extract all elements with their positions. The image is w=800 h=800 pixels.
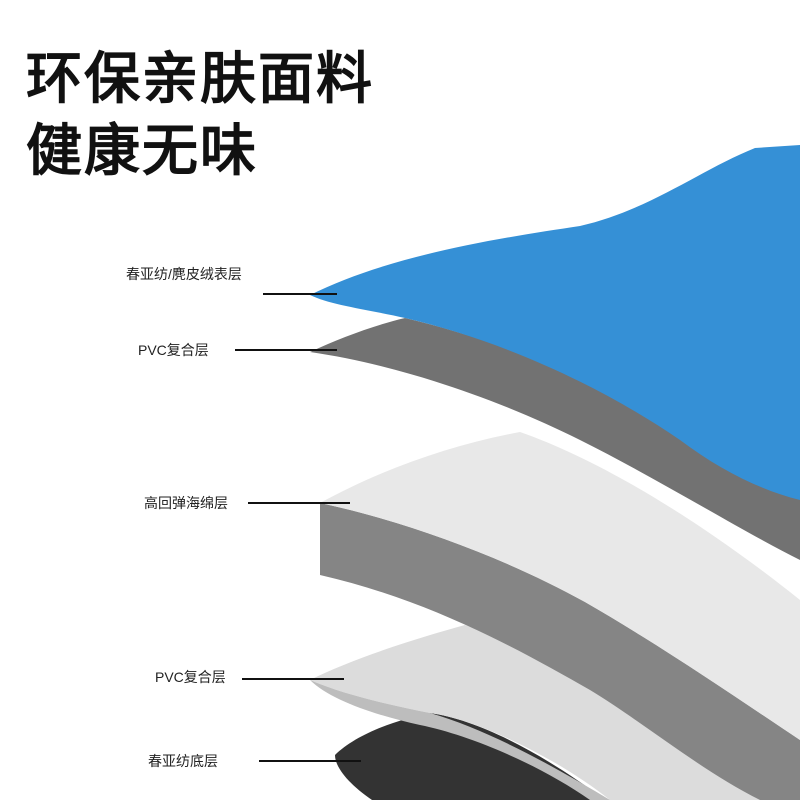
leader-line-upper-pvc xyxy=(235,349,337,351)
leader-line-lower-pvc xyxy=(242,678,344,680)
headline-line-1: 环保亲肤面料 xyxy=(26,47,374,112)
layer-label-lower-pvc: PVC复合层 xyxy=(155,669,226,685)
layer-label-foam: 高回弹海绵层 xyxy=(144,495,228,511)
bottom-fabric-layer xyxy=(335,713,605,800)
layer-label-top-fabric: 春亚纺/麂皮绒表层 xyxy=(126,266,242,282)
leader-line-top-fabric xyxy=(263,293,337,295)
lower-pvc-layer-side xyxy=(310,680,610,800)
layer-label-bottom-fabric: 春亚纺底层 xyxy=(148,753,218,769)
headline-line-2: 健康无味 xyxy=(26,119,258,184)
leader-line-bottom-fabric xyxy=(259,760,361,762)
layer-label-upper-pvc: PVC复合层 xyxy=(138,342,209,358)
foam-layer-side xyxy=(320,503,800,800)
foam-layer-top xyxy=(320,432,800,740)
leader-line-foam xyxy=(248,502,350,504)
upper-pvc-layer xyxy=(310,318,800,560)
top-fabric-layer xyxy=(310,145,800,500)
lower-pvc-layer-top xyxy=(310,625,800,800)
